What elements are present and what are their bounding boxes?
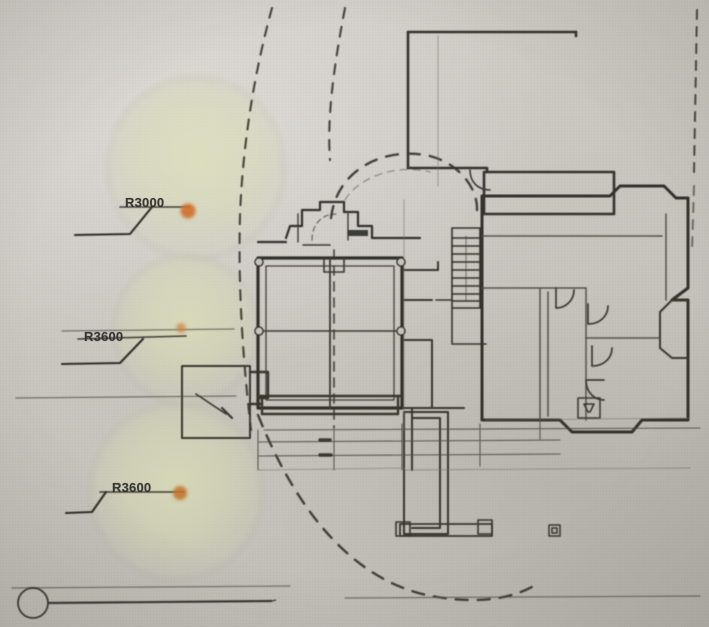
scale-bar-line bbox=[47, 599, 273, 605]
scale-bar-tail bbox=[271, 599, 277, 602]
tree-label-2: R3600 bbox=[84, 329, 124, 344]
tree-label-1: R3000 bbox=[125, 195, 165, 210]
north-point-circle bbox=[17, 587, 49, 619]
tree-label-3: R3600 bbox=[112, 480, 152, 495]
